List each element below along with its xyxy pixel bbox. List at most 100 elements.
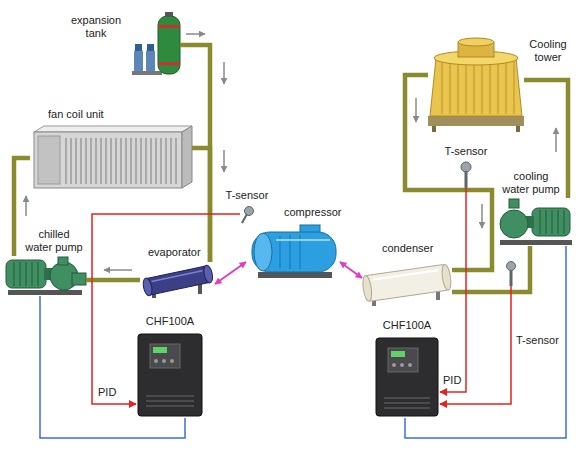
cooling-pump-art [532,208,570,236]
tower-box: Cooling tower [428,36,524,132]
tower-art [430,58,522,116]
chilled-pump-art [8,290,82,295]
tower-art [458,38,494,46]
part-label: expansion tank [66,14,126,40]
inverter-art [146,396,194,406]
cooling-pump-art [500,199,572,245]
part-label: T-sensor [218,189,276,202]
tank-art [158,62,180,65]
part-label: fan coil unit [48,108,104,121]
inverter-art [138,334,202,416]
tank-art [165,12,173,17]
inverter-art [392,363,396,367]
compressor-art [258,272,332,278]
tank-art [158,25,180,28]
part-label: T-sensor [516,334,559,347]
inverter-art [408,363,412,367]
water-pipe [180,45,210,262]
inverter-art [153,347,167,353]
evaporator-art [142,264,214,298]
condenser-art [361,264,452,306]
tank-art [147,44,154,51]
tank-box: expansion tank [132,12,180,76]
inverter-box: CHF100A [374,336,440,418]
inverter-art [384,398,430,408]
compressor-art [254,233,272,271]
part-label: chilled water pump [24,228,84,254]
evaporator-box: evaporator [140,262,215,300]
compressor-art [252,225,336,278]
cooling-pump-art [500,240,572,245]
flow-arrow [415,98,417,122]
part-label: CHF100A [136,315,204,328]
condenser-art [361,264,452,302]
part-label: cooling water pump [501,170,561,196]
compressor-box: compressor [246,222,340,280]
inverter-box: CHF100A [136,332,204,418]
sensor-probe-art [507,262,516,287]
fan-coil-art [34,126,192,132]
tank-art [132,12,180,75]
condenser-art [441,264,453,291]
sensor-probe-art [242,214,247,223]
part-label: T-sensor [436,145,496,158]
signal-wire [92,214,240,404]
inverter-art [162,359,166,363]
part-label: CHF100A [374,319,440,332]
tower-art [428,116,524,126]
pump-box: cooling water pump [498,198,574,246]
chilled-pump-art [6,260,46,288]
inverter-art [376,338,438,416]
chilled-pump-art [58,257,68,265]
arrowhead-def [14,45,568,438]
evaporator-art [142,264,214,296]
condenser-art [361,275,373,302]
sensor-probe-art [465,171,468,188]
signal-wire [440,286,511,404]
evaporator-art [198,284,202,294]
flow-arrow [104,269,132,271]
part-label: compressor [284,206,341,219]
pump-box: chilled water pump [4,256,86,296]
water-pipe [86,278,140,283]
flow-arrow [26,34,556,270]
inverter-art [154,359,158,363]
part-label: evaporator [148,246,201,259]
flow-arrow [25,196,27,216]
fan-coil-box: fan coil unit [30,125,192,191]
flow-arrow [555,128,557,152]
signal-label: PID [443,374,461,387]
cooling-pump-art [540,210,564,234]
inverter-art [391,351,405,357]
flow-arrow [223,62,225,84]
sensor-probe-art [507,262,516,271]
chilled-pump-art [72,273,86,285]
condenser-box: condenser [362,262,452,306]
power-wire [405,246,566,438]
water-pipe [452,246,530,292]
cooling-pump-art [509,199,519,208]
sensor-probe-art [242,207,254,224]
part-label: condenser [382,242,433,255]
compressor-art [276,239,330,241]
flow-arrow [223,150,225,172]
condenser-art [364,264,449,301]
tank-art [132,71,162,75]
flow-arrow [481,204,483,228]
evaporator-art [142,277,154,296]
evaporator-art [145,266,211,296]
inverter-art [400,363,404,367]
compressor-art [252,232,336,272]
chilled-pump-art [6,257,86,295]
tank-art [135,44,142,51]
refrigerant-arrow [340,262,362,278]
sensor-box: T-sensor [506,262,516,286]
signal-label: PID [98,386,116,399]
condenser-art [373,270,438,279]
cooling-pump-art [500,210,528,238]
signal-wire [440,188,466,392]
tower-art [428,38,524,132]
